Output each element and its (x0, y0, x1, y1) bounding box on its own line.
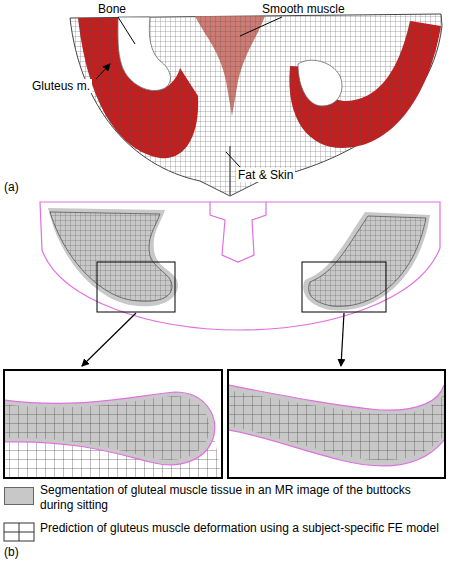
panel-label: (a) (4, 180, 19, 194)
grid-swatch (4, 523, 34, 541)
fe-mesh-a (70, 14, 442, 196)
part-label: Bone (98, 2, 126, 16)
leader-line (96, 64, 110, 79)
part-label: Gluteus m. (30, 79, 92, 93)
leader-line (226, 152, 240, 167)
leader-line (118, 17, 135, 44)
zoom-right (229, 385, 444, 466)
legend-swatch (4, 487, 34, 505)
zoom-left (5, 392, 221, 477)
legend-text: Prediction of gluteus muscle deformation… (40, 521, 445, 536)
part-label: Fat & Skin (236, 168, 295, 182)
zoom-frame (228, 370, 445, 478)
part-label: Smooth muscle (262, 2, 345, 16)
panel-label: (b) (4, 545, 19, 559)
zoom-frame (4, 370, 222, 478)
leader-line (240, 17, 282, 36)
legend-text: Segmentation of gluteal muscle tissue in… (40, 483, 445, 513)
section-b (40, 202, 440, 366)
